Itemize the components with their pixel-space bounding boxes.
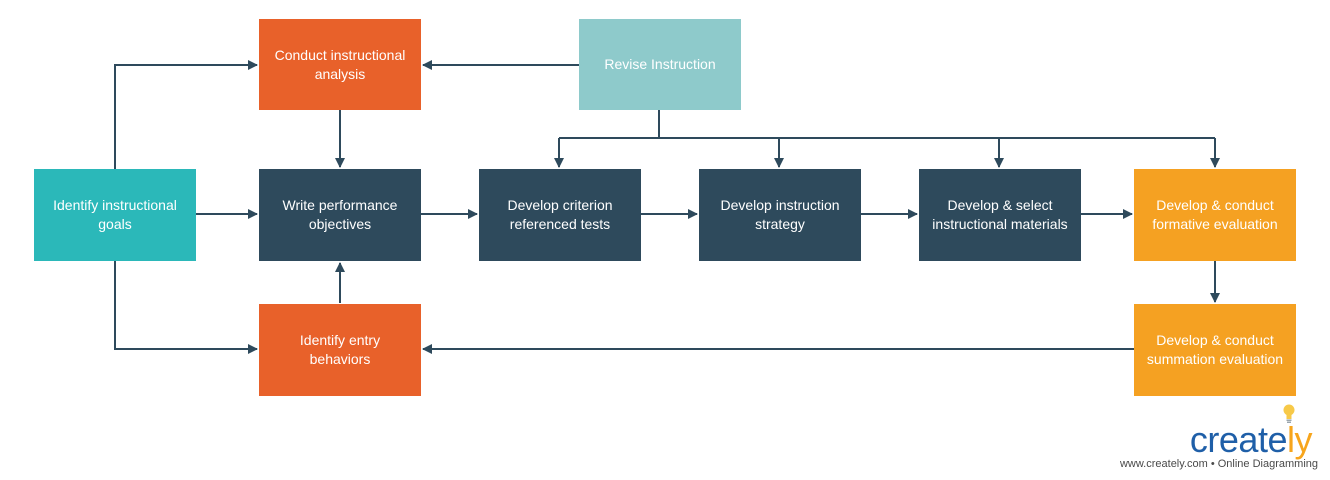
logo-wordmark: creately (1189, 419, 1313, 460)
node-develop-instruction-strategy[interactable]: Develop instruction strategy (699, 169, 861, 261)
node-label-line: Identify instructional (53, 197, 177, 213)
node-label-line: analysis (314, 65, 366, 82)
node-label-line: Write performance (282, 197, 398, 213)
creately-logo[interactable]: creately www.creately.com • Online Diagr… (1096, 404, 1322, 474)
logo-tagline: www.creately.com • Online Diagramming (1119, 458, 1318, 470)
node-label-line: behaviors (309, 351, 371, 367)
connector-goals-to-analysis (114, 60, 258, 169)
node-identify-instructional-goals[interactable]: Identify instructional goals (34, 169, 196, 261)
node-develop-conduct-formative-evaluation[interactable]: Develop & conduct formative evaluation (1134, 169, 1296, 261)
logo-word-accent: ly (1287, 419, 1313, 460)
node-label-line: Develop & select (947, 197, 1053, 213)
node-label-line: formative evaluation (1152, 216, 1278, 232)
node-label-line: Develop criterion (507, 197, 613, 213)
node-revise-instruction[interactable]: Revise Instruction (579, 19, 741, 110)
node-label-line: goals (98, 216, 132, 232)
node-develop-criterion-referenced-tests[interactable]: Develop criterion referenced tests (479, 169, 641, 261)
node-label-line: Develop instruction (720, 197, 840, 213)
connector-goals-to-entry (114, 261, 258, 354)
node-label-line: Develop & conduct (1156, 332, 1274, 348)
node-label-line: Conduct instructional (274, 46, 406, 63)
node-label-line: strategy (755, 216, 805, 232)
node-label-line: instructional materials (932, 216, 1068, 232)
node-write-performance-objectives[interactable]: Write performance objectives (259, 169, 421, 261)
lightbulb-icon (1283, 404, 1295, 423)
node-label-line: Identify entry (299, 332, 381, 348)
node-develop-conduct-summation-evaluation[interactable]: Develop & conduct summation evaluation (1134, 304, 1296, 396)
node-label-line: referenced tests (509, 216, 611, 232)
node-label-line: Revise Instruction (604, 56, 716, 72)
node-label-line: summation evaluation (1146, 351, 1284, 367)
logo-word-main: creat (1189, 419, 1268, 460)
node-develop-select-instructional-materials[interactable]: Develop & select instructional materials (919, 169, 1081, 261)
logo-word-e: e (1267, 419, 1287, 460)
node-label-line: objectives (308, 216, 372, 232)
node-conduct-instructional-analysis[interactable]: Conduct instructional analysis (259, 19, 421, 110)
node-identify-entry-behaviors[interactable]: Identify entry behaviors (259, 304, 421, 396)
node-label-line: Develop & conduct (1156, 197, 1274, 213)
